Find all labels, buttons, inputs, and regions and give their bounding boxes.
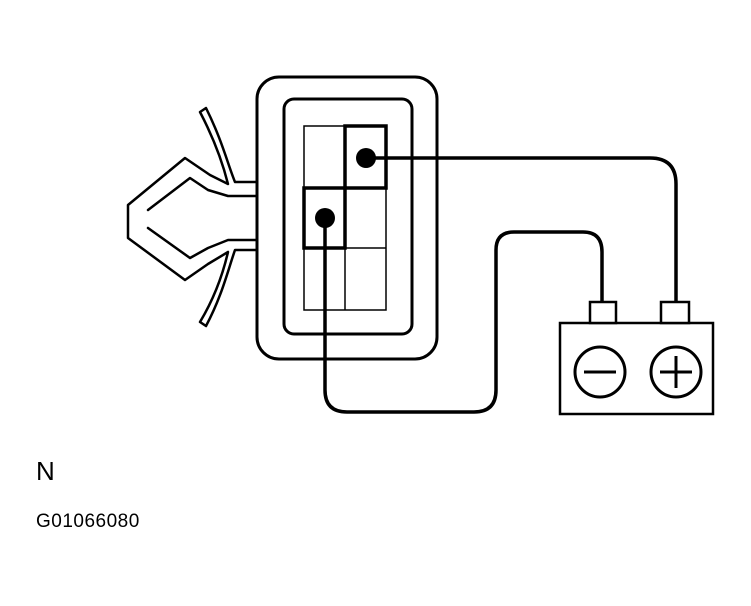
wire-negative xyxy=(323,216,604,414)
connector-outer-housing xyxy=(255,75,439,361)
connector-body xyxy=(255,75,439,361)
battery xyxy=(558,300,715,416)
view-letter: N xyxy=(36,456,55,486)
plus-icon xyxy=(649,345,703,399)
battery-terminal-negative xyxy=(588,300,618,325)
wire-positive xyxy=(364,156,678,304)
connector-inner-housing xyxy=(282,97,414,336)
figure-code: G01066080 xyxy=(36,511,140,532)
minus-icon xyxy=(573,345,627,399)
battery-case xyxy=(558,321,715,416)
connector-clip xyxy=(126,106,258,328)
battery-terminal-positive xyxy=(659,300,691,325)
